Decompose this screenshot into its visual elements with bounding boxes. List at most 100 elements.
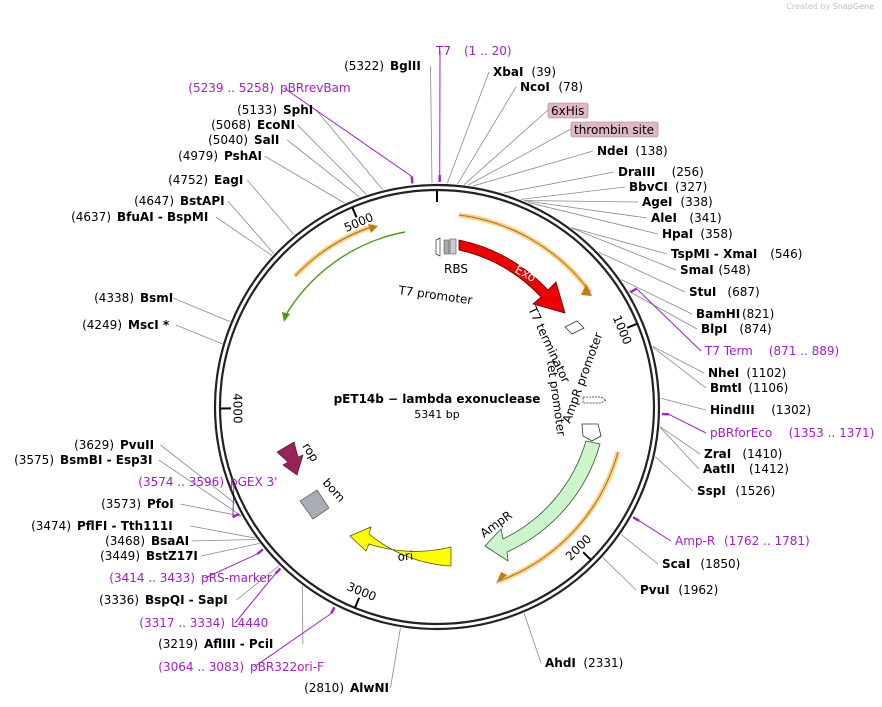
feature-rop-label: rop — [299, 440, 321, 464]
primer-mark — [232, 512, 240, 519]
site-label[interactable]: BsmBI - Esp3I(3575) — [14, 453, 152, 467]
tag-6xhis[interactable]: 6xHis — [547, 102, 589, 119]
site-label[interactable]: EcoNI(5068) — [211, 118, 295, 132]
site-position: (138) — [635, 144, 667, 158]
site-label[interactable]: ScaI(1850) — [662, 557, 740, 571]
primer-leader — [283, 87, 412, 177]
tag-leader — [463, 109, 549, 185]
primer-label[interactable]: pGEX 3'(3574 .. 3596) — [138, 475, 277, 489]
scale-tick — [626, 322, 638, 329]
site-name: BspQI - SapI — [145, 593, 228, 607]
primer-label[interactable]: pBR322ori-F(3064 .. 3083) — [158, 660, 324, 674]
site-label[interactable]: NcoI(78) — [520, 80, 583, 94]
site-leader — [215, 216, 273, 256]
site-name: ScaI — [662, 557, 690, 571]
site-name: BsaAI — [151, 534, 189, 548]
site-label[interactable]: PflFI - Tth111I(3474) — [31, 519, 173, 533]
site-position: (5322) — [344, 59, 384, 73]
site-position: (4249) — [82, 318, 122, 332]
plasmid-name: pET14b − lambda exonuclease — [334, 392, 541, 406]
site-position: (256) — [672, 165, 704, 179]
leader-lines — [158, 50, 707, 689]
site-name: BsmI — [140, 291, 173, 305]
primer-label[interactable]: T7(1 .. 20) — [435, 44, 512, 58]
site-label[interactable]: SalI(5040) — [208, 133, 279, 147]
site-position: (1102) — [746, 366, 786, 380]
site-position: (1106) — [748, 381, 788, 395]
site-label[interactable]: SspI(1526) — [697, 484, 775, 498]
site-label[interactable]: BbvCI(327) — [629, 180, 707, 194]
site-label[interactable]: SmaI(548) — [680, 263, 751, 277]
site-leader — [659, 426, 700, 470]
site-label[interactable]: AlwNI(2810) — [304, 681, 389, 695]
site-label[interactable]: StuI(687) — [689, 285, 760, 299]
site-label[interactable]: BsaAI(3468) — [105, 534, 189, 548]
site-position: (874) — [739, 322, 771, 336]
site-label[interactable]: PshAI(4979) — [178, 149, 262, 163]
primer-name: T7 — [435, 44, 451, 58]
site-label[interactable]: BlpI (874) — [701, 322, 772, 336]
site-position: (2331) — [583, 656, 623, 670]
feature-t7-promoter-label: T7 promoter — [397, 283, 474, 307]
site-label[interactable]: BglII(5322) — [344, 59, 421, 73]
site-label[interactable]: MscI *(4249) — [82, 318, 170, 332]
site-label[interactable]: HpaI(358) — [662, 227, 733, 241]
site-label[interactable]: NdeI(138) — [597, 144, 668, 158]
site-label[interactable]: XbaI(39) — [493, 65, 556, 79]
site-label[interactable]: PvuI(1962) — [640, 583, 718, 597]
site-label[interactable]: BspQI - SapI(3336) — [99, 593, 228, 607]
site-label[interactable]: AleI(341) — [651, 211, 722, 225]
primer-name: Amp-R — [675, 534, 715, 548]
site-leader — [390, 627, 401, 689]
site-label[interactable]: BsmI(4338) — [94, 291, 173, 305]
site-label[interactable]: AflIII - PciI(3219) — [158, 637, 273, 651]
site-label[interactable]: PfoI(3573) — [101, 497, 174, 511]
primer-mark — [256, 548, 264, 555]
primer-range: (1353 .. 1371) — [789, 426, 875, 440]
site-label[interactable]: NheI(1102) — [708, 366, 786, 380]
site-label[interactable]: AatII(1412) — [703, 462, 789, 476]
primer-label[interactable]: L4440(3317 .. 3334) — [139, 616, 268, 630]
site-label[interactable]: BstZ17I(3449) — [100, 549, 198, 563]
site-leader — [660, 397, 707, 411]
site-label[interactable]: EagI(4752) — [168, 173, 243, 187]
tag-thrombin[interactable]: thrombin site — [570, 121, 659, 138]
site-label[interactable]: BstAPI(4647) — [134, 194, 224, 208]
site-leader — [227, 200, 275, 254]
site-leader — [175, 324, 223, 345]
tag-thrombin-label: thrombin site — [574, 123, 654, 137]
primer-label[interactable]: pRS-marker(3414 .. 3433) — [109, 571, 271, 585]
primer-range: (1762 .. 1781) — [724, 534, 810, 548]
site-label[interactable]: TspMI - XmaI(546) — [671, 247, 802, 261]
site-label[interactable]: AhdI(2331) — [545, 656, 623, 670]
site-label[interactable]: BmtI(1106) — [710, 381, 788, 395]
primer-mark — [632, 516, 640, 522]
orf-arrowhead-ampr — [496, 572, 507, 584]
site-leader — [521, 186, 626, 200]
scale-tick-label: 4000 — [230, 393, 244, 424]
site-position: (548) — [718, 263, 750, 277]
site-label[interactable]: ZraI(1410) — [704, 447, 782, 461]
site-label[interactable]: SphI(5133) — [237, 103, 313, 117]
site-label[interactable]: BamHI(821) — [696, 307, 774, 321]
primer-label[interactable]: Amp-R (1762 .. 1781) — [675, 534, 810, 548]
site-leader — [652, 345, 705, 374]
site-position: (687) — [727, 285, 759, 299]
site-name: BlpI — [701, 322, 727, 336]
site-leader — [659, 426, 701, 455]
site-leader — [430, 65, 433, 184]
site-leader — [180, 503, 242, 517]
site-label[interactable]: HindIII(1302) — [710, 403, 811, 417]
primer-name: pRS-marker — [201, 571, 272, 585]
site-label[interactable]: BfuAI - BspMI(4637) — [71, 210, 208, 224]
primer-label[interactable]: pBRforEco(1353 .. 1371) — [710, 426, 874, 440]
site-label[interactable]: DraIII(256) — [618, 165, 704, 179]
site-label[interactable]: PvuII(3629) — [74, 438, 154, 452]
primer-label[interactable]: T7 Term(871 .. 889) — [704, 344, 839, 358]
site-name: SphI — [283, 103, 313, 117]
site-leader — [236, 565, 280, 601]
site-leader — [628, 290, 698, 330]
site-name: PvuII — [120, 438, 154, 452]
primer-label[interactable]: pBRrevBam(5239 .. 5258) — [188, 81, 350, 95]
site-label[interactable]: AgeI(338) — [642, 195, 713, 209]
